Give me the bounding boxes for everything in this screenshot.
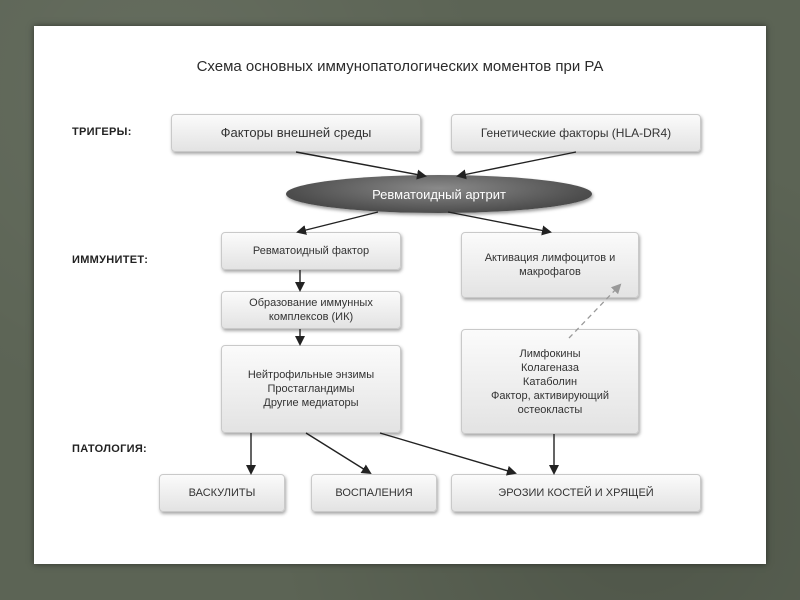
node-inflammation: ВОСПАЛЕНИЯ [311, 474, 437, 512]
node-rheumatoid-arthritis: Ревматоидный артрит [286, 175, 592, 213]
row-label-pathology: ПАТОЛОГИЯ: [72, 443, 148, 455]
arrow-ra-to-rheumatoid-factor [296, 211, 379, 235]
arrow-genetic-to-ra [456, 151, 577, 180]
arrow-enzymes-to-erosions [379, 432, 517, 476]
arrow-external-to-ra [295, 151, 427, 180]
arrow-ra-to-lymphocyte-activation [447, 211, 552, 236]
row-label-immunity: ИММУНИТЕТ: [72, 254, 149, 266]
node-lymphocyte-activation: Активация лимфоцитов и макрофагов [461, 232, 639, 298]
row-label-triggers: ТРИГЕРЫ: [72, 126, 132, 138]
node-vasculitis: ВАСКУЛИТЫ [159, 474, 285, 512]
node-genetic-factors: Генетические факторы (HLA-DR4) [451, 114, 701, 152]
arrow-enzymes-to-inflammation [305, 432, 372, 475]
arrow-lymphokines-to-activation-dashed [568, 283, 622, 339]
node-erosions: ЭРОЗИИ КОСТЕЙ И ХРЯЩЕЙ [451, 474, 701, 512]
node-immune-complexes: Образование иммунных комплексов (ИК) [221, 291, 401, 329]
node-rheumatoid-factor: Ревматоидный фактор [221, 232, 401, 270]
node-neutrophil-enzymes: Нейтрофильные энзимы Простагландимы Друг… [221, 345, 401, 433]
diagram-title: Схема основных иммунопатологических моме… [196, 58, 604, 75]
node-lymphokines: Лимфокины Колагеназа Катаболин Фактор, а… [461, 329, 639, 434]
node-external-factors: Факторы внешней среды [171, 114, 421, 152]
